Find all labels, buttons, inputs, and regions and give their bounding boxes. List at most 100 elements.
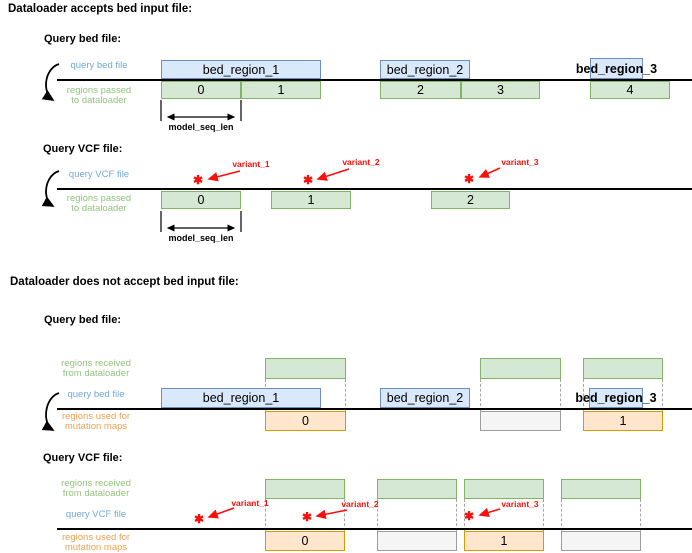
s1-variant-3-label: variant_3 [501, 157, 539, 167]
s2-bed-received-line2: from dataloader [62, 368, 130, 379]
s1-variant-2-asterisk-icon: ✱ [302, 173, 314, 187]
variant-arrow-icon [478, 507, 501, 518]
variant-arrow-icon [207, 170, 241, 182]
s2-vcf-received-line2: from dataloader [62, 488, 130, 499]
s1-bed-window-1-label: 1 [277, 83, 285, 97]
s1-vcf-passed-line2: to dataloader [71, 203, 127, 214]
s2-vcf-received-box-1 [265, 479, 345, 499]
s2-bed-received-line1: regions received [61, 358, 131, 369]
s2-bed-region-1-label: bed_region_1 [202, 391, 280, 405]
bed-region-1-box: bed_region_1 [161, 60, 321, 79]
s2-vcf-used-box-1-label: 1 [500, 534, 508, 548]
s1-vcf-window-0: 0 [161, 191, 241, 209]
s2-bed-received-box-1 [265, 358, 346, 379]
s2-variant-3-asterisk-icon: ✱ [463, 509, 475, 523]
s2-vcf-used-box-0: 0 [265, 531, 345, 551]
s1-bed-passed-line1: regions passed [66, 85, 132, 96]
s2-bed-received-box-2 [480, 358, 561, 379]
dashed-guide [456, 499, 457, 531]
dashed-guide [464, 499, 465, 531]
s1-bed-window-3: 3 [461, 81, 540, 99]
dashed-guide [345, 379, 346, 411]
s2-vcf-received-line1: regions received [61, 478, 131, 489]
s2-bed-unused-box [480, 411, 561, 431]
s2-bed-region-2-box: bed_region_2 [380, 388, 470, 408]
genome-axis-4 [57, 528, 692, 530]
s2-bed-used-box-1-label: 1 [619, 414, 627, 428]
s2-vcf-received-label: regions received from dataloader [49, 479, 143, 499]
s1-bed-passed-label: regions passed to dataloader [52, 86, 146, 106]
s1-variant-1-label: variant_1 [232, 159, 270, 169]
s2-vcf-file-label: query VCF file [65, 509, 127, 520]
s2-bed-used-line2: mutation maps [64, 421, 128, 432]
section1-bed-subtitle: Query bed file: [44, 33, 122, 45]
s2-bed-region-3-label: bed_region_3 [575, 391, 657, 405]
variant-arrow-icon [478, 167, 501, 178]
s1-vcf-passed-line1: regions passed [66, 193, 132, 204]
bed-region-2-box: bed_region_2 [380, 60, 470, 79]
s2-bed-region-1-box: bed_region_1 [161, 388, 321, 408]
bed-region-3-box: bed_region_3 [576, 58, 657, 79]
s2-vcf-used-line2: mutation maps [64, 542, 128, 553]
s1-vcf-measure-label: model_seq_len [168, 233, 234, 243]
s1-bed-window-3-label: 3 [497, 83, 504, 97]
s1-vcf-window-0-label: 0 [197, 193, 205, 207]
dashed-guide [640, 499, 641, 531]
bed-region-2-label: bed_region_2 [386, 62, 464, 77]
s2-variant-2-asterisk-icon: ✱ [301, 510, 313, 524]
bed-region-1-label: bed_region_1 [202, 62, 280, 77]
s1-bed-passed-line2: to dataloader [71, 95, 127, 106]
s1-variant-1-asterisk-icon: ✱ [192, 173, 204, 187]
s1-vcf-window-1-label: 1 [307, 193, 315, 207]
measure-ticks [160, 100, 242, 121]
s1-bed-window-2: 2 [380, 81, 461, 99]
section1-vcf-subtitle: Query VCF file: [43, 143, 123, 155]
s2-bed-region-2-label: bed_region_2 [386, 391, 464, 405]
s2-vcf-used-box-1: 1 [464, 531, 544, 551]
s1-vcf-window-2: 2 [431, 191, 510, 209]
s2-bed-file-label: query bed file [67, 389, 125, 400]
variant-arrow-icon [316, 168, 350, 181]
s2-vcf-unused-box-2 [561, 531, 641, 551]
s1-vcf-window-2-label: 2 [467, 193, 474, 207]
s2-variant-3-label: variant_3 [501, 499, 539, 509]
s1-variant-3-asterisk-icon: ✱ [463, 172, 475, 186]
s2-vcf-received-box-4 [561, 479, 641, 499]
s1-bed-window-1: 1 [241, 81, 321, 99]
s1-bed-measure-label: model_seq_len [168, 122, 234, 132]
s2-vcf-received-box-2 [377, 479, 457, 499]
s2-bed-used-box-0-label: 0 [302, 414, 309, 428]
s1-bed-window-4: 4 [590, 81, 670, 99]
s1-bed-file-label: query bed file [70, 60, 128, 71]
s2-bed-used-label: regions used for mutation maps [49, 412, 143, 432]
measure-ticks [160, 211, 242, 232]
s2-vcf-used-line1: regions used for [61, 532, 131, 543]
s2-vcf-received-box-3 [464, 479, 544, 499]
s2-vcf-unused-box-1 [377, 531, 457, 551]
s2-vcf-used-box-0-label: 0 [301, 534, 309, 548]
section2-bed-subtitle: Query bed file: [44, 314, 122, 326]
s1-vcf-file-label: query VCF file [68, 169, 130, 180]
bed-region-3-label: bed_region_3 [575, 61, 658, 76]
section1-title: Dataloader accepts bed input file: [8, 3, 193, 15]
variant-arrow-icon [207, 507, 235, 519]
s2-bed-used-box-1: 1 [583, 411, 663, 431]
variant-arrow-icon [315, 509, 348, 519]
dashed-guide [560, 379, 561, 411]
s1-bed-window-4-label: 4 [626, 83, 634, 97]
genome-axis-2 [57, 188, 692, 190]
s1-vcf-passed-label: regions passed to dataloader [52, 194, 146, 214]
s2-variant-1-asterisk-icon: ✱ [193, 512, 205, 526]
s1-bed-window-2-label: 2 [417, 83, 424, 97]
s2-bed-received-box-3 [583, 358, 663, 379]
s2-variant-2-label: variant_2 [341, 499, 379, 509]
s2-variant-1-label: variant_1 [231, 498, 269, 508]
s2-vcf-used-label: regions used for mutation maps [49, 533, 143, 553]
section2-vcf-subtitle: Query VCF file: [43, 452, 123, 464]
dashed-guide [662, 379, 663, 411]
section2-title: Dataloader does not accept bed input fil… [10, 276, 239, 288]
dashed-guide [543, 499, 544, 531]
dashed-guide [480, 379, 481, 411]
s2-bed-received-label: regions received from dataloader [49, 359, 143, 379]
